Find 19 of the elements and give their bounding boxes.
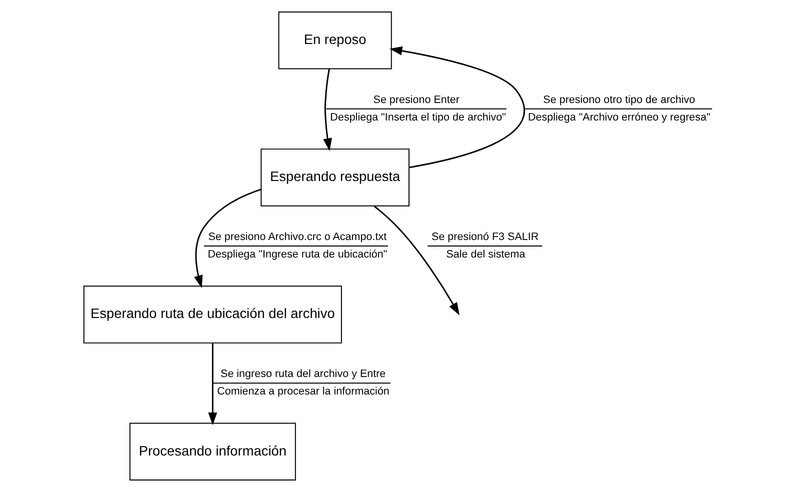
node-box: Procesando información bbox=[128, 422, 296, 481]
edge-label: Se presiono otro tipo de archivo bbox=[542, 94, 695, 106]
arrow bbox=[194, 188, 261, 288]
arrow bbox=[208, 343, 217, 426]
arrow bbox=[373, 205, 459, 316]
node-box: En reposo bbox=[278, 11, 392, 70]
arrow bbox=[322, 68, 332, 152]
edge-label: Se presiono Archivo.crc o Acampo.txt bbox=[208, 230, 386, 243]
edge-label: Despliega "Inserta el tipo de archivo" bbox=[330, 111, 506, 124]
node-box: Esperando ruta de ubicación del archivo bbox=[82, 286, 342, 344]
edge-label: Se presionó F3 SALIR bbox=[431, 230, 538, 243]
edge-label: Comienza a procesar la información bbox=[216, 386, 389, 398]
edge-label: Despliega "Archivo erróneo y regresa" bbox=[527, 111, 710, 124]
node-box: Esperando respuesta bbox=[260, 148, 409, 206]
arrow bbox=[388, 46, 525, 168]
edge-label: Sale del sistema bbox=[446, 248, 525, 261]
edge-label: Despliega "Ingrese ruta de ubicación" bbox=[207, 248, 387, 261]
edge-label: Se presiono Enter bbox=[372, 94, 459, 106]
edge-label: Se ingreso ruta del archivo y Entre bbox=[220, 368, 386, 380]
